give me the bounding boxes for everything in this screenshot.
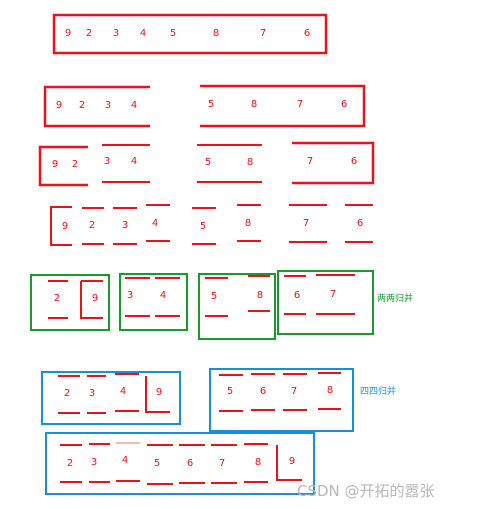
- num-l1-7: 6: [341, 99, 347, 110]
- num-l0-0: 9: [65, 28, 71, 39]
- num-l1-0: 9: [56, 100, 62, 111]
- num-l3-4: 5: [200, 221, 206, 232]
- num-l4-4: 5: [211, 291, 217, 302]
- num-l5-6: 7: [291, 386, 297, 397]
- num-l5-4: 5: [227, 386, 233, 397]
- merge-box-pair-2: [119, 273, 188, 331]
- num-l2-6: 7: [307, 156, 313, 167]
- split-box-level-2-a: [38, 145, 88, 187]
- num-l5-2: 4: [120, 386, 126, 397]
- num-l0-2: 3: [113, 28, 119, 39]
- num-l6-0: 2: [67, 458, 73, 469]
- num-l2-1: 2: [72, 159, 78, 170]
- merge-box-four-1: [41, 371, 181, 425]
- num-l4-5: 8: [257, 290, 263, 301]
- array-box-level-0: [52, 13, 328, 55]
- num-l1-6: 7: [297, 99, 303, 110]
- num-l1-2: 3: [105, 100, 111, 111]
- split-box-level-1-left: [43, 85, 150, 128]
- merge-box-pair-1: [30, 274, 110, 331]
- num-l6-7: 9: [289, 456, 295, 467]
- num-l2-0: 9: [52, 159, 58, 170]
- final-bracket-9: [276, 445, 302, 481]
- num-l4-0: 2: [54, 293, 60, 304]
- num-l2-4: 5: [205, 157, 211, 168]
- num-l2-5: 8: [247, 157, 253, 168]
- num-l3-1: 2: [89, 220, 95, 231]
- merge-box-pair-4: [277, 270, 374, 335]
- num-l1-4: 5: [208, 99, 214, 110]
- num-l5-1: 3: [89, 388, 95, 399]
- num-l0-3: 4: [140, 28, 146, 39]
- num-l1-3: 4: [131, 100, 137, 111]
- num-l2-7: 6: [351, 156, 357, 167]
- num-l0-4: 5: [170, 28, 176, 39]
- merge-box-pair-3: [198, 273, 276, 340]
- num-l2-3: 4: [131, 156, 137, 167]
- num-l6-1: 3: [91, 457, 97, 468]
- num-l6-4: 6: [187, 458, 193, 469]
- num-l0-1: 2: [86, 28, 92, 39]
- merge-box-four-2: [209, 368, 354, 432]
- num-l4-2: 3: [127, 290, 133, 301]
- split-box-level-1-right: [200, 84, 366, 128]
- num-l2-2: 3: [104, 156, 110, 167]
- final-merged-box: [45, 432, 315, 495]
- merge-bracket-l5-9: [145, 376, 170, 413]
- four-way-merge-label: 四四归并: [360, 385, 396, 397]
- num-l5-5: 6: [260, 386, 266, 397]
- num-l3-2: 3: [122, 220, 128, 231]
- num-l6-6: 8: [255, 457, 261, 468]
- num-l6-2: 4: [122, 455, 128, 466]
- num-l4-7: 7: [330, 289, 336, 300]
- num-l5-3: 9: [156, 387, 162, 398]
- num-l5-7: 8: [327, 385, 333, 396]
- num-l6-5: 7: [219, 458, 225, 469]
- watermark: CSDN @开拓的嚣张: [297, 482, 435, 500]
- num-l3-6: 7: [303, 218, 309, 229]
- num-l5-0: 2: [64, 388, 70, 399]
- pairwise-merge-label: 两两归并: [377, 292, 413, 304]
- num-l3-5: 8: [245, 218, 251, 229]
- num-l1-5: 8: [251, 99, 257, 110]
- num-l4-3: 4: [160, 290, 166, 301]
- merge-bracket-l4-9: [80, 280, 103, 319]
- split-box-level-2-d: [292, 141, 375, 185]
- num-l4-1: 9: [92, 293, 98, 304]
- num-l3-0: 9: [62, 221, 68, 232]
- num-l4-6: 6: [294, 290, 300, 301]
- num-l6-3: 5: [154, 458, 160, 469]
- num-l0-5: 8: [213, 28, 219, 39]
- num-l3-7: 6: [357, 218, 363, 229]
- num-l0-6: 7: [260, 28, 266, 39]
- split-box-level-3-first: [50, 206, 72, 246]
- num-l0-7: 6: [304, 28, 310, 39]
- num-l1-1: 2: [79, 100, 85, 111]
- num-l3-3: 4: [152, 218, 158, 229]
